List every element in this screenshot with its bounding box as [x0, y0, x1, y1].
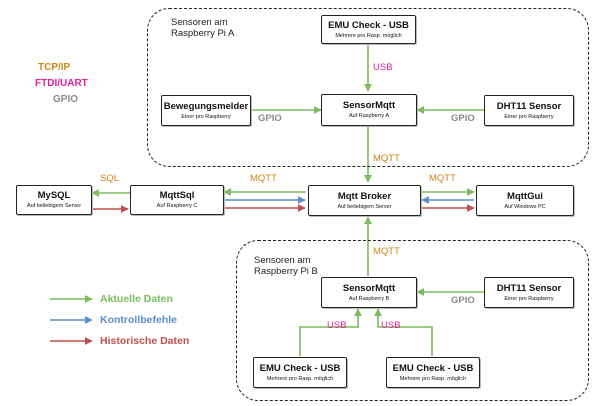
group-raspberry-pi-b [236, 240, 589, 401]
edge-label-mqtt-a: MQTT [373, 153, 400, 164]
legend-aktuelle-daten: Aktuelle Daten [100, 293, 173, 305]
node-title: DHT11 Sensor [496, 282, 562, 294]
node-emu-check-a: EMU Check - USB Mehrere pro Rasp. möglic… [321, 15, 416, 44]
legend-kontrollbefehle: Kontrollbefehle [100, 314, 178, 326]
node-title: EMU Check - USB [392, 362, 474, 374]
node-subtitle: Auf Raspberry A [348, 113, 390, 119]
legend-tcpip: TCP/IP [38, 62, 71, 73]
node-subtitle: Auf Raspberry B [348, 295, 390, 302]
group-label-pi-b: Sensoren am Raspberry Pi B [254, 255, 318, 277]
group-raspberry-pi-a [147, 8, 589, 167]
node-bewegungsmelder: Bewegungsmelder Einer pro Raspberry [161, 95, 251, 126]
node-title: Bewegungsmelder [163, 100, 249, 112]
edge-label-sql: SQL [100, 173, 120, 184]
edge-label-mqtt-b: MQTT [373, 246, 400, 257]
node-mysql: MySQL Auf beliebigem Server [16, 185, 92, 215]
node-subtitle: Auf beliebigem Server [26, 203, 82, 209]
node-title: MySQL [37, 190, 71, 201]
node-subtitle: Auf Raspberry C [156, 203, 198, 209]
node-emu-check-b2: EMU Check - USB Mehrere pro Rasp. möglic… [386, 357, 480, 388]
node-dht11-b: DHT11 Sensor Einer pro Raspberry [484, 277, 574, 308]
legend-gpio: GPIO [53, 94, 79, 105]
node-mqtt-broker: Mqtt Broker Auf beliebigem Server [308, 185, 421, 216]
edge-label-gpio-a-left: GPIO [258, 113, 282, 124]
edge-label-gpio-b: GPIO [451, 295, 475, 306]
node-subtitle: Mehrere pro Rasp. möglich [399, 375, 467, 382]
group-label-pi-a: Sensoren am Raspberry Pi A [171, 17, 235, 39]
edge-label-mqtt-sql: MQTT [250, 173, 277, 184]
node-sensormqtt-b: SensorMqtt Auf Raspberry B [321, 277, 417, 308]
node-subtitle: Auf Windows PC [504, 203, 546, 210]
node-sensormqtt-a: SensorMqtt Auf Raspberry A [321, 94, 417, 126]
legend-ftdi-uart: FTDI/UART [35, 78, 88, 89]
node-title: EMU Check - USB [259, 362, 341, 374]
node-dht11-a: DHT11 Sensor Einer pro Raspberry [484, 95, 574, 126]
edge-emu-b2-to-sensormqtt-b [374, 308, 433, 356]
edge-label-usb-b1: USB [327, 320, 347, 331]
node-subtitle: Auf beliebigem Server [337, 203, 392, 210]
node-title: SensorMqtt [342, 100, 396, 111]
node-title: EMU Check - USB [328, 19, 409, 31]
node-subtitle: Einer pro Raspberry [181, 113, 231, 120]
node-subtitle: Einer pro Raspberry [504, 113, 554, 120]
node-title: SensorMqtt [342, 282, 396, 294]
edge-emu-b1-to-sensormqtt-b [299, 308, 362, 356]
node-subtitle: Einer pro Raspberry [504, 295, 554, 302]
node-title: DHT11 Sensor [496, 100, 562, 112]
node-mqttsql: MqttSql Auf Raspberry C [130, 185, 224, 215]
legend-historische-daten: Historische Daten [100, 335, 190, 347]
node-title: MqttGui [507, 190, 543, 202]
node-subtitle: Mehrere pro Rasp. möglich [335, 32, 402, 39]
node-mqttgui: MqttGui Auf Windows PC [476, 185, 574, 216]
edge-label-gpio-a-right: GPIO [451, 113, 475, 124]
node-subtitle: Mehrere pro Rasp. möglich [266, 375, 334, 382]
edge-label-usb-a: USB [373, 62, 393, 73]
node-title: MqttSql [159, 190, 195, 201]
node-title: Mqtt Broker [337, 190, 392, 202]
edge-label-usb-b2: USB [381, 320, 401, 331]
edge-label-mqtt-gui: MQTT [429, 173, 456, 184]
node-emu-check-b1: EMU Check - USB Mehrere pro Rasp. möglic… [253, 357, 347, 388]
